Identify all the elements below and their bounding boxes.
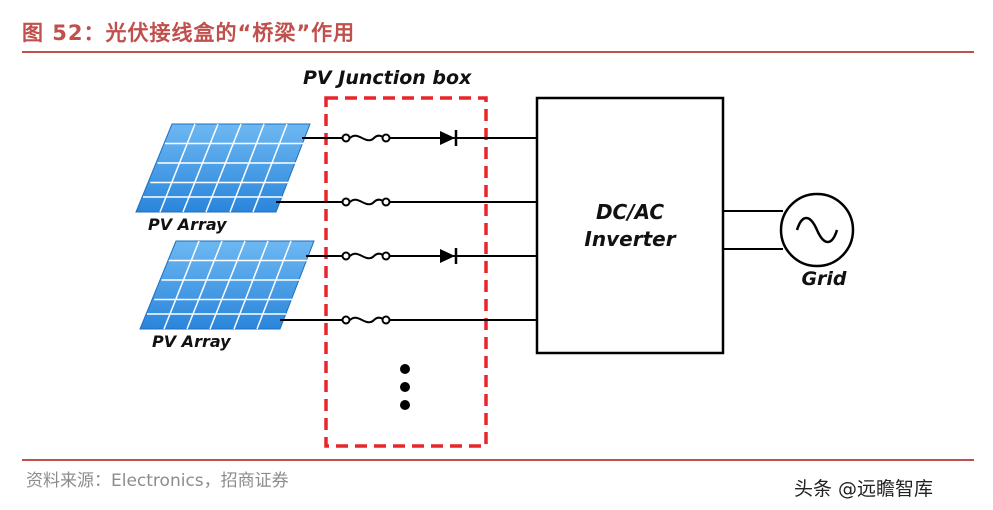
inverter-box bbox=[535, 96, 725, 355]
source-divider bbox=[22, 459, 974, 461]
grid-ac-source-icon bbox=[779, 192, 855, 268]
diode-icon bbox=[440, 130, 458, 146]
junction-box-label: PV Junction box bbox=[303, 67, 472, 89]
junction-box-outline bbox=[324, 96, 488, 448]
title-divider bbox=[22, 51, 974, 53]
inverter-label-line2: Inverter bbox=[584, 227, 676, 251]
more-strings-ellipsis-icon bbox=[400, 364, 410, 410]
pv-panel-2 bbox=[139, 240, 315, 330]
fuse-icon bbox=[341, 197, 391, 207]
pv-array-label-1: PV Array bbox=[148, 215, 227, 234]
pv-array-label-2: PV Array bbox=[152, 332, 231, 351]
source-note: 资料来源：Electronics，招商证券 bbox=[26, 471, 289, 491]
fuse-icons bbox=[341, 133, 391, 325]
watermark: 头条 @远瞻智库 bbox=[794, 478, 934, 500]
fuse-icon bbox=[341, 315, 391, 325]
grid-label: Grid bbox=[801, 268, 846, 290]
diode-icon bbox=[440, 248, 458, 264]
figure-title: 图 52：光伏接线盒的“桥梁”作用 bbox=[22, 21, 356, 45]
dc-wires bbox=[276, 137, 537, 321]
fuse-icon bbox=[341, 133, 391, 143]
ac-wires bbox=[723, 210, 783, 250]
pv-panel-1 bbox=[135, 123, 311, 213]
fuse-icon bbox=[341, 251, 391, 261]
inverter-label-line1: DC/AC bbox=[596, 200, 664, 224]
